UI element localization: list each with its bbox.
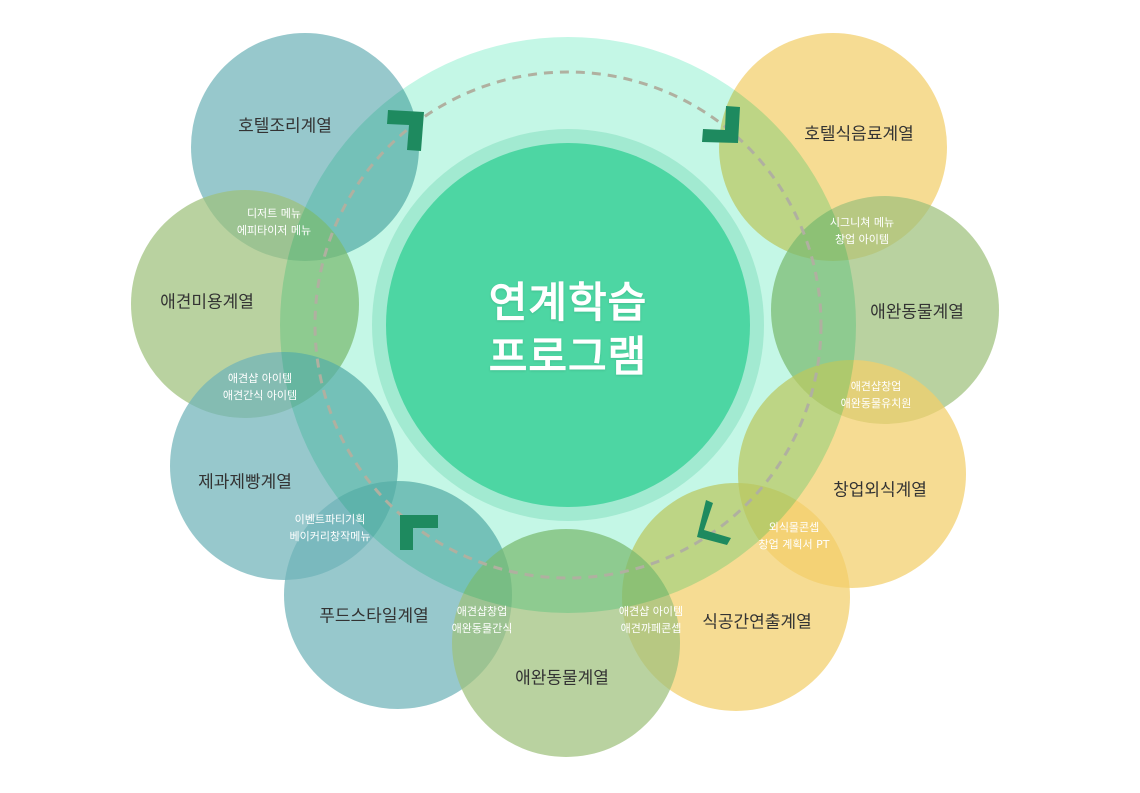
arrow-top-right-icon [702,106,740,143]
label-hotel-cooking: 호텔조리계열 [238,116,332,137]
overlap-text: 애견샵 아이템 [227,372,293,385]
overlap-companion-space: 애견샵 아이템 애견까페콘셉 [619,603,683,637]
overlap-text: 창업 계획서 PT [758,538,830,551]
overlap-text: 이벤트파티기획 [294,513,366,526]
label-pet-beauty: 애견미용계열 [160,292,254,313]
overlap-text: 외식몰콘셉 [768,521,820,534]
circle-companion-bottom [452,529,680,757]
arrow-bottom-left-icon [400,515,438,550]
dashed-ring [313,70,823,580]
overlap-text: 디저트 메뉴 [246,207,302,220]
arrow-top-left-icon [387,110,424,151]
overlap-text: 애완동물간식 [451,622,513,635]
label-hotel-beverage: 호텔식음료계열 [804,124,914,145]
overlap-text: 에피타이저 메뉴 [236,224,312,237]
arrow-bottom-right-icon [697,500,731,545]
overlap-text: 애견까페콘셉 [620,622,682,635]
overlap-text: 애견샵창업 [850,380,902,393]
label-food-styling: 푸드스타일계열 [319,606,429,627]
center-title: 연계학습 프로그램 [489,276,648,384]
overlap-text: 시그니쳐 메뉴 [829,216,895,229]
overlap-pet-bakery: 애견샵 아이템 애견간식 아이템 [223,370,297,404]
label-bakery: 제과제빵계열 [198,472,292,493]
overlap-startup-space: 외식몰콘셉 창업 계획서 PT [759,519,830,553]
label-companion-right: 애완동물계열 [870,302,964,323]
center-title-line1: 연계학습 [488,278,648,327]
overlap-food-companion: 애견샵창업 애완동물간식 [452,603,513,637]
overlap-text: 창업 아이템 [834,233,890,246]
label-companion-bottom: 애완동물계열 [515,668,609,689]
overlap-text: 애견샵창업 [456,605,508,618]
overlap-cooking-pet: 디저트 메뉴 에피타이저 메뉴 [237,205,311,239]
overlap-text: 애완동물유치원 [840,397,912,410]
overlap-text: 애견샵 아이템 [618,605,684,618]
center-title-line2: 프로그램 [488,332,648,381]
center-circle [386,143,750,507]
overlap-bakery-food: 이벤트파티기획 베이커리창작메뉴 [290,511,371,545]
overlap-text: 애견간식 아이템 [222,389,298,402]
overlap-text: 베이커리창작메뉴 [289,530,371,543]
overlap-companion-startup: 애견샵창업 애완동물유치원 [841,378,912,412]
label-startup-dining: 창업외식계열 [833,480,927,501]
overlap-beverage-companion: 시그니쳐 메뉴 창업 아이템 [830,214,894,248]
label-space-direction: 식공간연출계열 [702,612,812,633]
